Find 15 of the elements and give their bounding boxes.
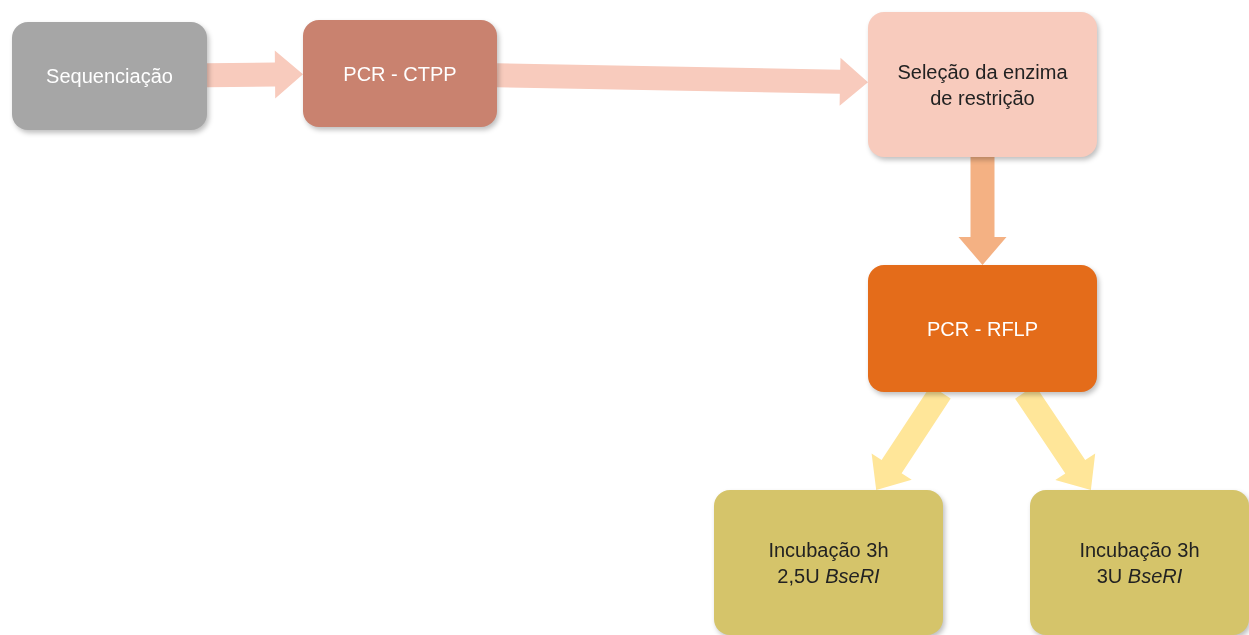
box-label: PCR - CTPP	[343, 61, 457, 87]
process-box	[868, 265, 1097, 392]
box-label: PCR - RFLP	[926, 316, 1039, 342]
process-box	[303, 20, 497, 127]
box-label: Sequenciação	[46, 64, 173, 89]
process-box	[12, 22, 207, 130]
box-label: Incubação 3h 2,5U BseRI	[767, 537, 890, 589]
process-box	[1030, 490, 1249, 635]
block-arrow	[958, 157, 1007, 265]
box-label: Incubação 3h 3U BseRI	[1078, 537, 1201, 589]
block-arrow	[206, 50, 303, 99]
block-arrow	[496, 57, 868, 106]
process-box	[714, 490, 943, 635]
box-label: Seleção da enzima de restrição	[896, 59, 1069, 111]
process-box	[868, 12, 1097, 157]
